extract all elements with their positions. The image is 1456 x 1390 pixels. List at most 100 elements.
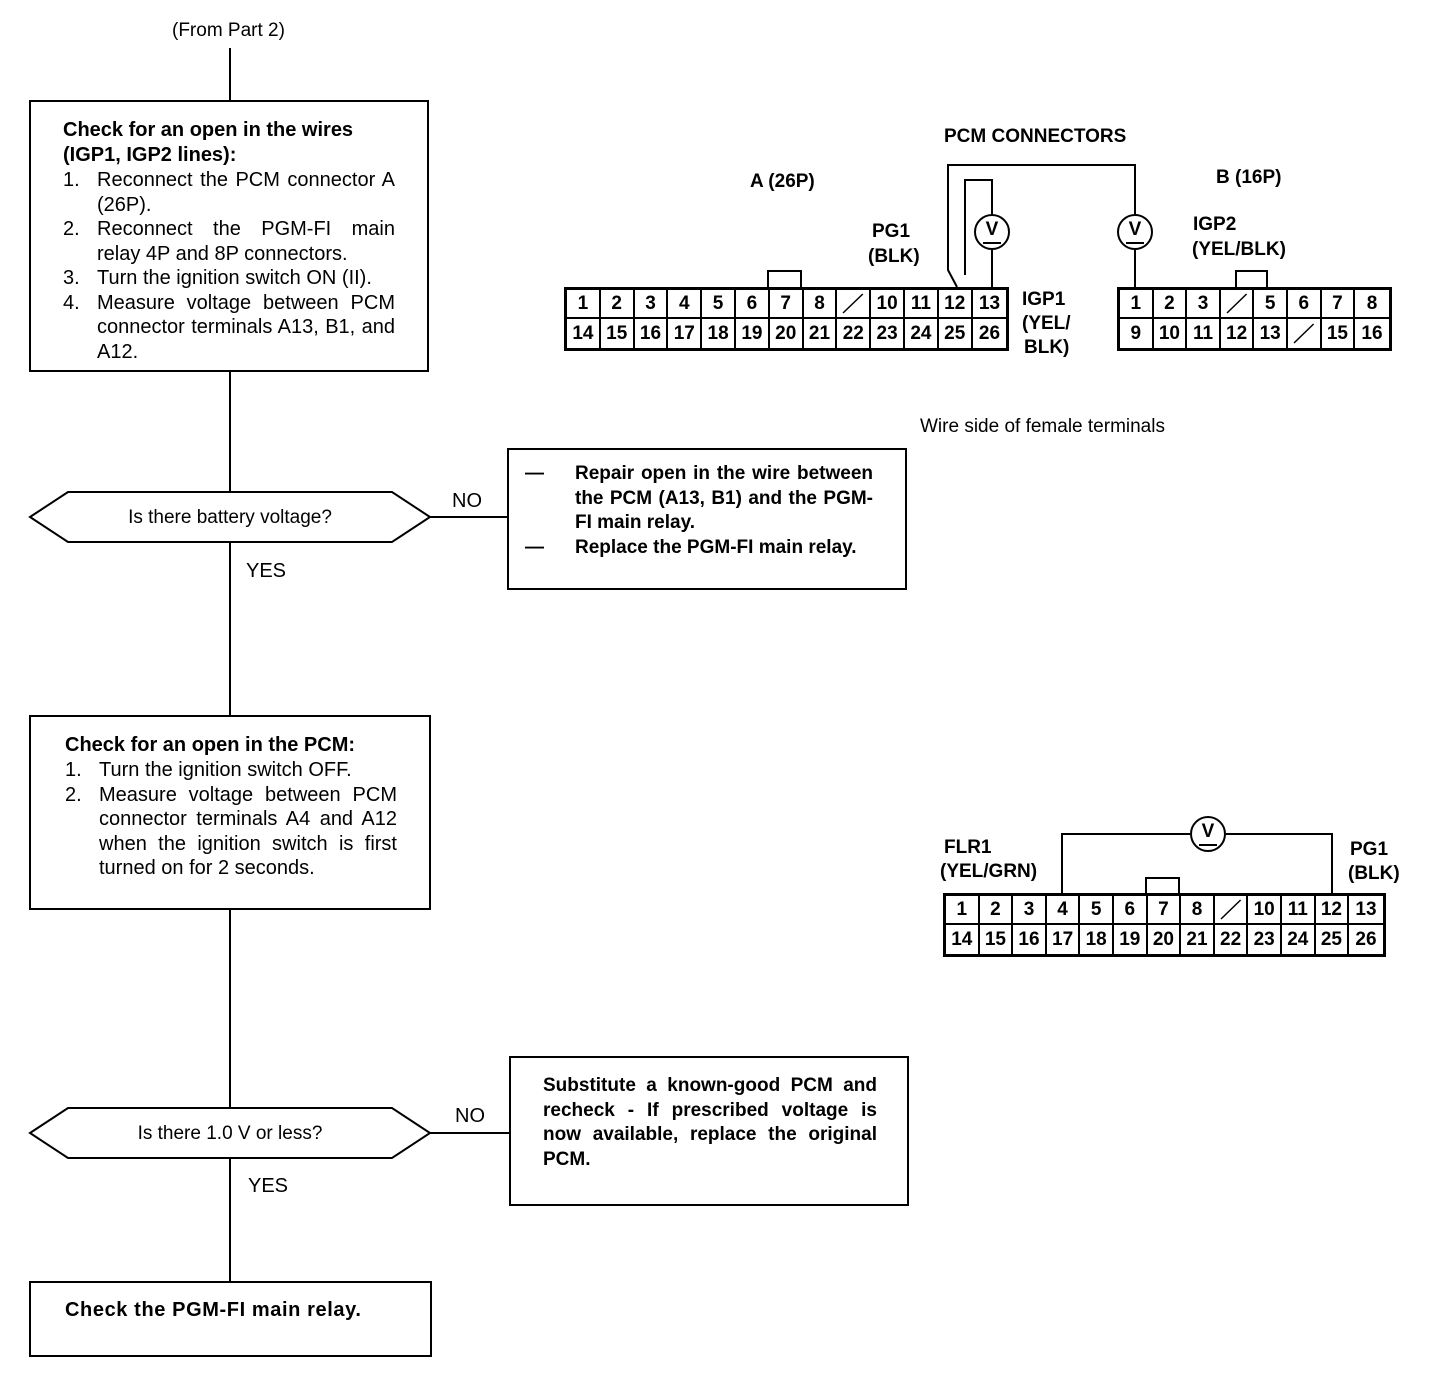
terminal-cell: 2	[979, 896, 1014, 925]
terminal-cell: 13	[972, 290, 1007, 319]
step-number: 1.	[63, 169, 80, 191]
decision1-question: Is there battery voltage?	[128, 507, 332, 528]
flr1-meter-symbol: V	[1201, 821, 1215, 842]
terminal-cell: 8	[1355, 290, 1389, 319]
blank-terminal	[1214, 896, 1249, 925]
terminal-cell: 1	[1120, 290, 1154, 319]
check-wires-box: Check for an open in the wires (IGP1, IG…	[29, 100, 429, 372]
step-item: 4. Measure voltage between PCM connector …	[63, 291, 395, 365]
terminal-cell: 10	[871, 290, 905, 319]
connector-a-label: A (26P)	[750, 171, 815, 192]
terminal-cell: 10	[1248, 896, 1282, 925]
terminal-cell: 3	[634, 290, 669, 319]
b1-meter-symbol: V	[1128, 219, 1142, 240]
connector-a-latch	[767, 270, 802, 287]
step-text: Measure voltage between PCM connector te…	[99, 783, 397, 880]
terminal-cell: 3	[1187, 290, 1221, 319]
step-text: Turn the ignition switch ON (II).	[97, 267, 372, 289]
terminal-cell: 22	[1215, 925, 1249, 954]
terminal-cell: 19	[736, 319, 770, 348]
terminal-cell: 20	[770, 319, 804, 348]
decision1-no-label: NO	[452, 490, 482, 512]
flr1-label: FLR1	[944, 837, 992, 858]
step-number: 3.	[63, 267, 80, 289]
final-check-box: Check the PGM-FI main relay.	[29, 1281, 432, 1357]
blank-terminal	[837, 290, 872, 319]
blank-slash-icon	[1220, 899, 1241, 920]
terminal-cell: 16	[1361, 322, 1383, 344]
terminal-cell: 25	[939, 319, 973, 348]
wire-side-caption: Wire side of female terminals	[920, 416, 1165, 437]
terminal-cell: 2	[600, 290, 635, 319]
decision1-shape	[28, 491, 432, 543]
terminal-cell: 2	[1153, 290, 1188, 319]
terminal-cell: 11	[1282, 896, 1316, 925]
check-wires-steps: 1.Reconnect the PCM connector A (26P). 2…	[63, 168, 395, 364]
terminal-cell: 16	[1013, 925, 1047, 954]
terminal-cell: 18	[1080, 925, 1114, 954]
a13-meter-top-wire	[964, 179, 993, 275]
terminal-cell: 12	[938, 290, 973, 319]
terminal-cell: 14	[567, 319, 601, 348]
blank-terminal	[1288, 319, 1322, 348]
substitute-pcm-text: Substitute a known-good PCM and recheck …	[543, 1075, 877, 1170]
terminal-cell: 8	[803, 290, 838, 319]
terminal-cell: 7	[769, 290, 804, 319]
blank-slash-icon	[842, 293, 864, 314]
igp1-label: IGP1	[1022, 289, 1066, 310]
terminal-cell: 23	[1248, 925, 1282, 954]
connector-b-label: B (16P)	[1216, 167, 1282, 188]
terminal-cell: 19	[1114, 925, 1148, 954]
terminal-cell: 12	[1315, 896, 1350, 925]
terminal-cell: 15	[601, 319, 635, 348]
terminal-cell: 11	[905, 290, 939, 319]
check-pcm-title: Check for an open in the PCM:	[65, 734, 356, 756]
terminal-cell: 5	[1080, 896, 1114, 925]
substitute-pcm-box: Substitute a known-good PCM and recheck …	[509, 1056, 909, 1206]
terminal-cell: 18	[702, 319, 736, 348]
step-number: 4.	[63, 291, 80, 314]
blank-terminal	[1220, 290, 1255, 319]
terminal-cell: 8	[1181, 896, 1215, 925]
terminal-cell: 23	[871, 319, 905, 348]
a13-meter-symbol: V	[985, 219, 999, 240]
connector-2-latch	[1145, 877, 1180, 893]
from-part-label: (From Part 2)	[172, 20, 285, 41]
repair-text: Repair open in the wire between the PCM …	[575, 463, 873, 533]
terminal-cell: 21	[804, 319, 838, 348]
decision2-yes-label: YES	[248, 1175, 289, 1197]
flr1-color: (YEL/GRN)	[940, 861, 1038, 882]
repair-item: —Repair open in the wire between the PCM…	[509, 462, 873, 536]
step-item: 2.Measure voltage between PCM connector …	[65, 783, 397, 881]
check-pcm-steps: 1.Turn the ignition switch OFF. 2.Measur…	[65, 758, 397, 881]
terminal-cell: 3	[1013, 896, 1047, 925]
terminal-cell: 1	[946, 896, 980, 925]
step-text: Turn the ignition switch OFF.	[99, 759, 352, 781]
igp1-color-line2: BLK)	[1024, 337, 1070, 358]
terminal-cell: 26	[978, 322, 1001, 344]
igp1-color-line1: (YEL/	[1022, 313, 1071, 334]
pg1-probe-wire-2	[1226, 833, 1333, 893]
step-text: Measure voltage between PCM connector te…	[97, 291, 395, 363]
repair-open-box: —Repair open in the wire between the PCM…	[507, 448, 907, 590]
terminal-cell: 17	[1047, 925, 1081, 954]
terminal-cell: 26	[1355, 928, 1377, 950]
igp2-color: (YEL/BLK)	[1192, 239, 1286, 260]
terminal-cell: 12	[1221, 319, 1255, 348]
step-item: 1.Turn the ignition switch OFF.	[65, 758, 397, 783]
terminal-cell: 13	[1349, 896, 1383, 925]
terminal-cell: 15	[1322, 319, 1356, 348]
decision1-yes-label: YES	[246, 560, 287, 582]
terminal-cell: 7	[1147, 896, 1182, 925]
terminal-cell: 24	[905, 319, 939, 348]
blank-slash-icon	[1293, 323, 1315, 344]
terminal-cell: 25	[1316, 925, 1350, 954]
igp2-label: IGP2	[1193, 214, 1237, 235]
pg1-probe-wire	[947, 164, 1136, 288]
decision2-question: Is there 1.0 V or less?	[137, 1123, 323, 1144]
